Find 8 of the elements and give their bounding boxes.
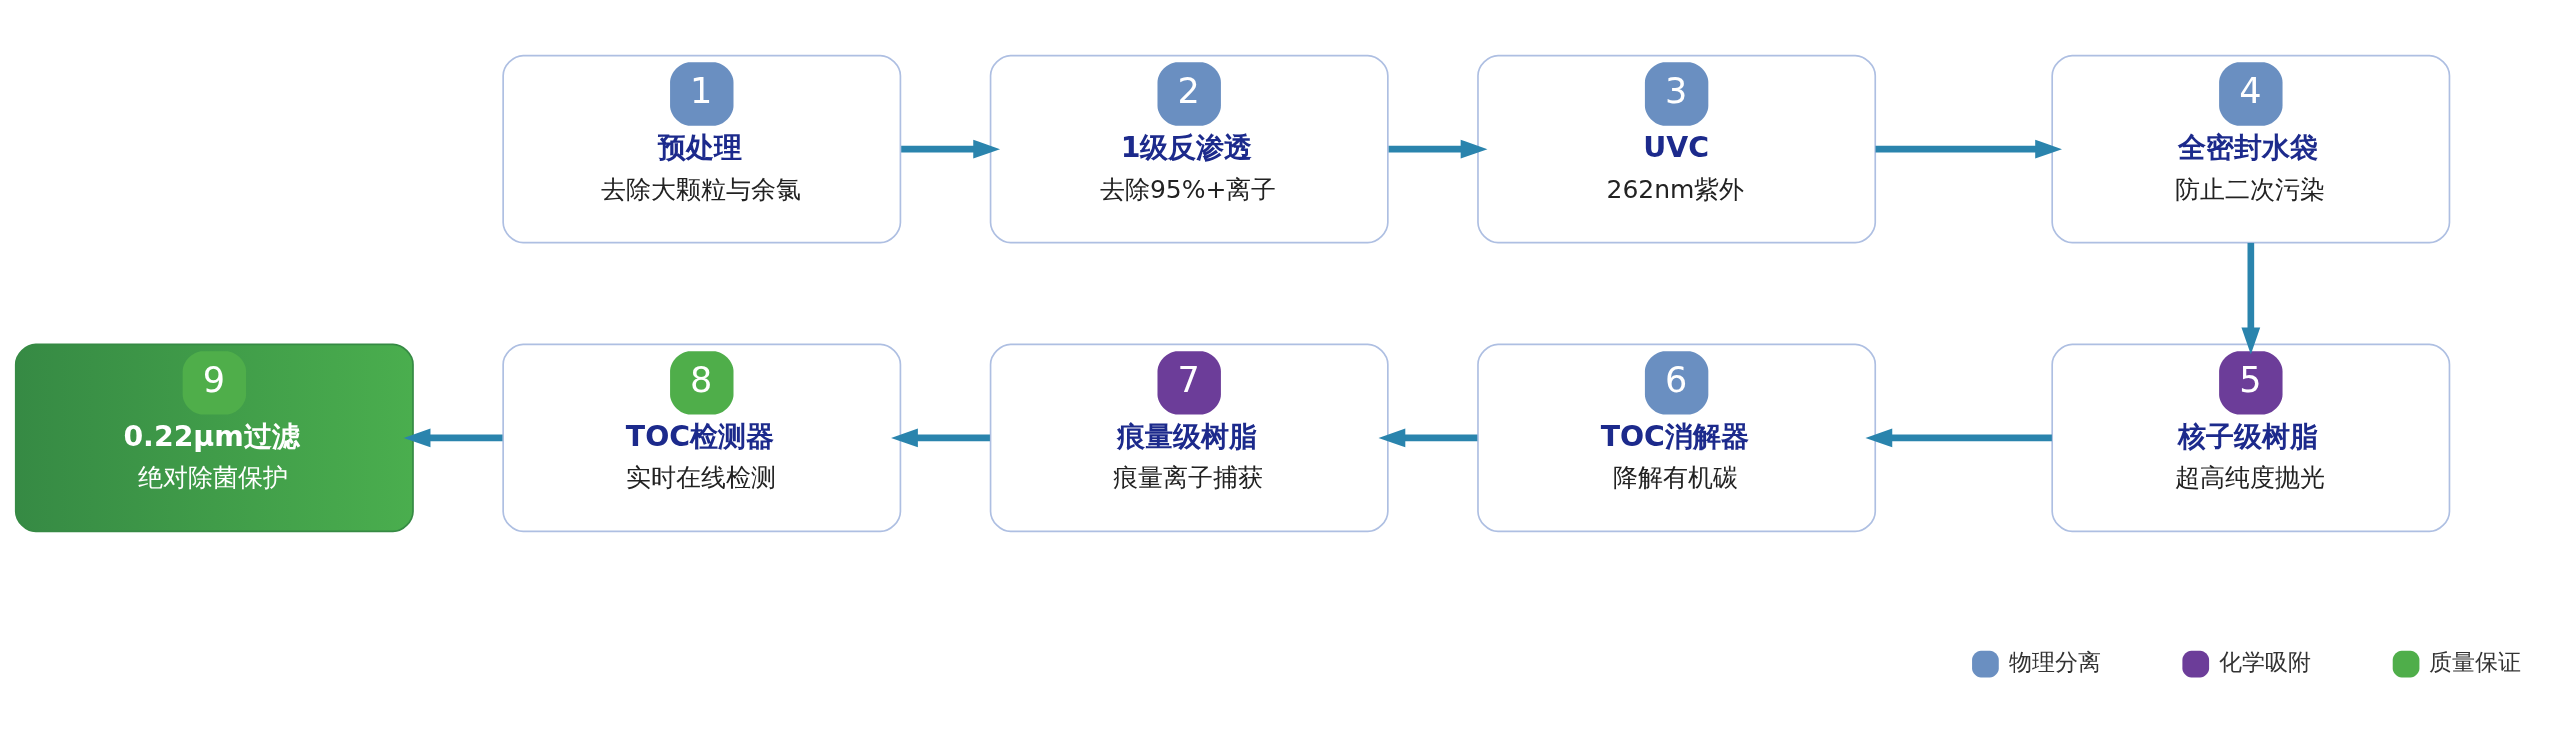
- arrow: [2241, 242, 2261, 355]
- legend-label: 化学吸附: [2219, 648, 2312, 677]
- legend-label: 物理分离: [2008, 648, 2101, 677]
- arrow: [1875, 139, 2062, 159]
- arrow: [1388, 139, 1488, 159]
- arrow: [1378, 428, 1478, 448]
- legend-label: 质量保证: [2429, 648, 2522, 677]
- arrow: [403, 428, 503, 448]
